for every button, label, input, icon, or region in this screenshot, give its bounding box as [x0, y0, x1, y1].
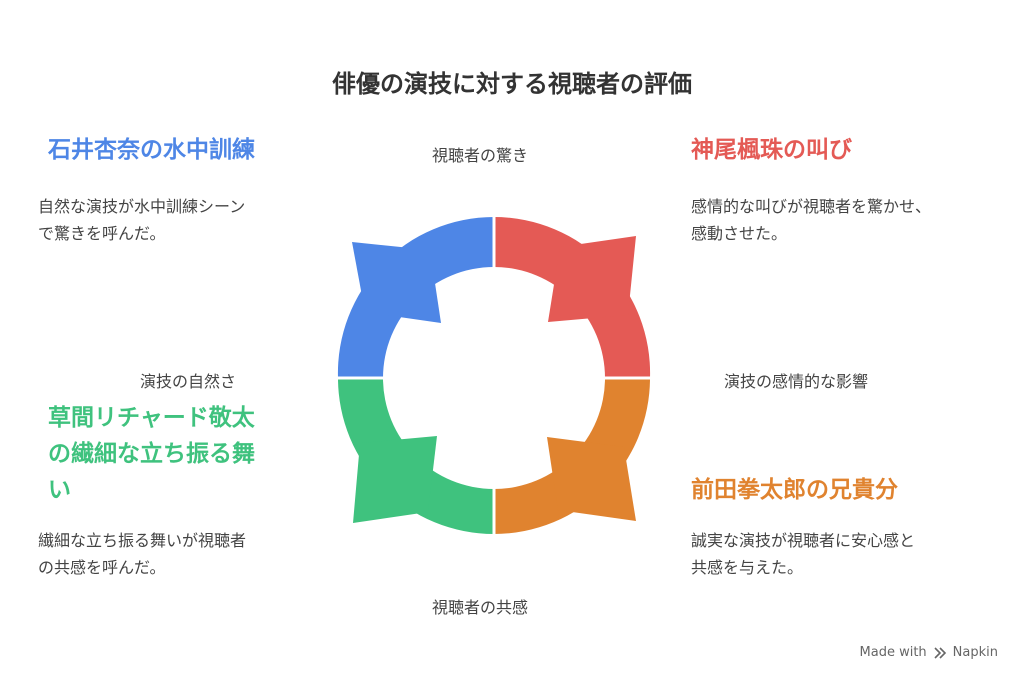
desc-line: で驚きを呼んだ。: [38, 224, 166, 243]
heading-line: の繊細な立ち振る舞: [48, 441, 255, 467]
heading-kamio: 神尾楓珠の叫び: [691, 137, 852, 163]
desc-kamio: 感情的な叫びが視聴者を驚かせ、 感動させた。: [691, 193, 931, 247]
napkin-attribution[interactable]: Made with Napkin: [860, 645, 998, 660]
desc-line: 共感を与えた。: [691, 558, 804, 577]
axis-label-top: 視聴者の驚き: [432, 146, 529, 165]
arrow-head-top-left: [352, 242, 441, 323]
arrow-head-bottom-right: [547, 437, 636, 521]
page-title: 俳優の演技に対する視聴者の評価: [332, 70, 692, 98]
desc-line: 繊細な立ち振る舞いが視聴者: [38, 531, 247, 550]
segment-bottom-right: [494, 378, 650, 534]
napkin-brand-text: Napkin: [952, 645, 998, 660]
desc-line: 感情的な叫びが視聴者を驚かせ、: [691, 197, 932, 216]
segment-bottom-left: [338, 378, 494, 534]
axis-label-left: 演技の自然さ: [140, 372, 237, 391]
axis-label-right: 演技の感情的な影響: [724, 372, 869, 391]
arrow-head-top-right: [548, 236, 636, 322]
made-with-text: Made with: [859, 645, 927, 660]
heading-ishii: 石井杏奈の水中訓練: [48, 137, 255, 163]
heading-line: 草間リチャード敬太: [48, 405, 255, 431]
heading-maeda: 前田拳太郎の兄貴分: [691, 477, 898, 503]
napkin-logo-icon: [934, 646, 946, 659]
axis-label-bottom: 視聴者の共感: [432, 598, 529, 617]
desc-line: 感動させた。: [691, 224, 788, 243]
desc-line: 自然な演技が水中訓練シーン: [38, 197, 246, 216]
desc-line: 誠実な演技が視聴者に安心感と: [691, 531, 916, 550]
desc-line: の共感を呼んだ。: [38, 558, 166, 577]
desc-kusama: 繊細な立ち振る舞いが視聴者 の共感を呼んだ。: [38, 527, 246, 581]
heading-line: い: [48, 477, 71, 503]
heading-kusama: 草間リチャード敬太 の繊細な立ち振る舞 い: [48, 400, 255, 508]
arrow-head-bottom-left: [353, 436, 437, 523]
desc-maeda: 誠実な演技が視聴者に安心感と 共感を与えた。: [691, 527, 915, 581]
desc-ishii: 自然な演技が水中訓練シーン で驚きを呼んだ。: [38, 193, 245, 247]
